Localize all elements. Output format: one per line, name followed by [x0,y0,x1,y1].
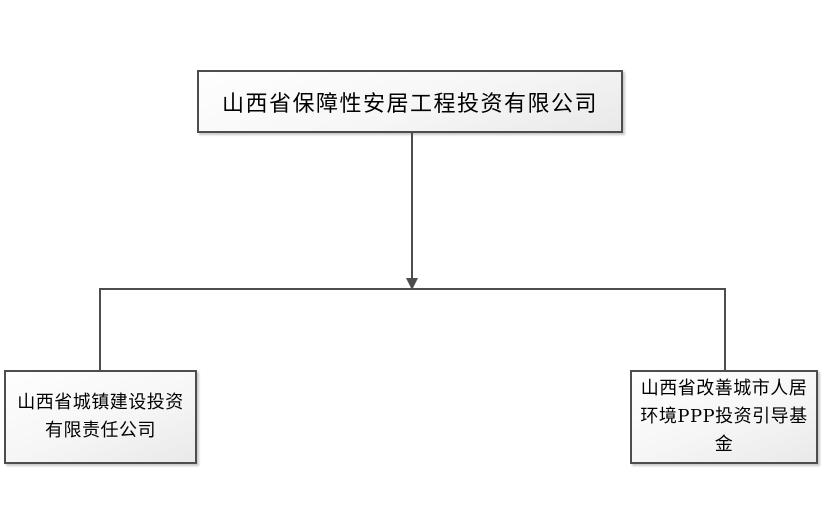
org-node-right-label-line2: 环境PPP投资引导基金 [640,406,808,455]
org-node-root: 山西省保障性安居工程投资有限公司 [197,70,623,133]
org-node-left-subsidiary: 山西省城镇建设投资 有限责任公司 [4,370,197,464]
connector-stem-line [411,133,413,280]
connector-left-drop-line [99,289,101,370]
arrow-down-icon [406,278,418,290]
org-node-right-subsidiary: 山西省改善城市人居 环境PPP投资引导基金 [630,370,818,464]
connector-right-drop-line [724,289,726,370]
org-node-left-label-line1: 山西省城镇建设投资 [17,392,184,413]
connector-horizontal-line [99,288,726,290]
org-node-root-label: 山西省保障性安居工程投资有限公司 [221,91,598,117]
org-node-right-label-line1: 山西省改善城市人居 [640,378,808,399]
org-node-left-label-line2: 有限责任公司 [45,420,156,441]
